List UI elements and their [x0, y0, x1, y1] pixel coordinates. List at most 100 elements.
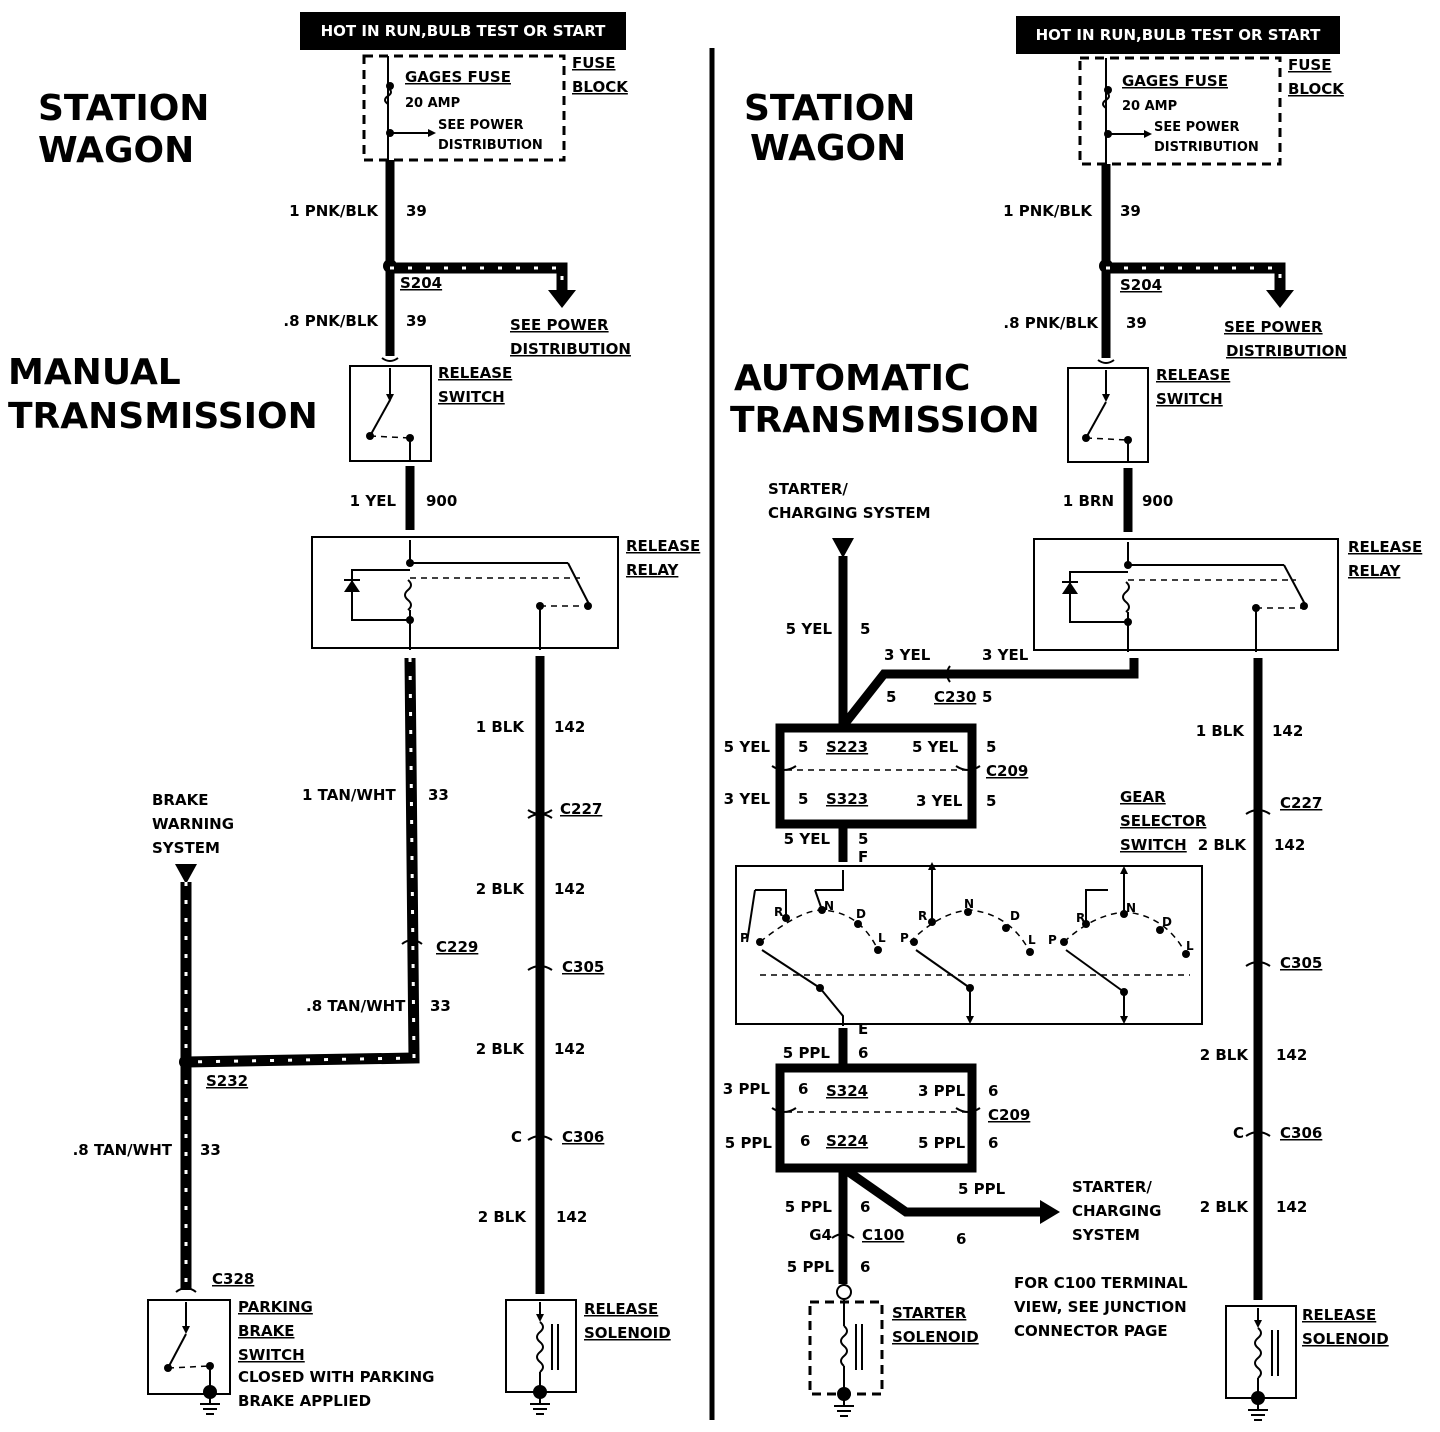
starter2-line1: STARTER/: [1072, 1178, 1152, 1196]
release-relay-box: [311, 536, 619, 649]
pos-n: N: [824, 899, 834, 913]
connector-c328-icon: [175, 1287, 197, 1293]
s324-left-label: 3 PPL: [723, 1080, 771, 1098]
release-relay-label-line2: RELAY: [1348, 562, 1402, 580]
see-power-line2: DISTRIBUTION: [510, 340, 631, 358]
pos-n: N: [1126, 901, 1136, 915]
c100-note-line2: VIEW, SEE JUNCTION: [1014, 1298, 1187, 1316]
release-relay-box: [1033, 538, 1339, 651]
wire-tan2-label: .8 TAN/WHT: [306, 997, 406, 1015]
starter2-line3: SYSTEM: [1072, 1226, 1140, 1244]
diode-icon: [344, 580, 360, 592]
connector-c306-icon: [1245, 1131, 1271, 1137]
connector-c229-label: C229: [436, 938, 478, 956]
parking-brake-line3: SWITCH: [238, 1346, 305, 1364]
wire-relay-label: 1 BRN: [1063, 492, 1114, 510]
w3yel-right-label: 3 YEL: [982, 646, 1029, 664]
solenoid-coil-icon: [536, 1321, 544, 1373]
station-wagon-title-line2: WAGON: [750, 128, 906, 169]
fuse-block-label-line1: FUSE: [572, 54, 615, 72]
splice-s224-label: S224: [826, 1132, 868, 1150]
blk2-circuit: 142: [1274, 836, 1305, 854]
connector-c306-pin: C: [1233, 1124, 1244, 1142]
w5ppl-branch-label: 5 PPL: [958, 1180, 1006, 1198]
connector-c230-label: C230: [934, 688, 976, 706]
w5yel-label: 5 YEL: [786, 620, 833, 638]
power-header-label: HOT IN RUN,BULB TEST OR START: [321, 22, 607, 40]
fuse-note-line1: SEE POWER: [438, 118, 523, 133]
wire-tan1-label: 1 TAN/WHT: [302, 786, 396, 804]
manual-transmission-section: HOT IN RUN,BULB TEST OR START GAGES FUSE…: [8, 12, 700, 1415]
w3yel-left-label: 3 YEL: [884, 646, 931, 664]
s324-right-label: 3 PPL: [918, 1082, 966, 1100]
splice-s223-label: S223: [826, 738, 868, 756]
w5ppl-down-circuit: 6: [860, 1198, 870, 1216]
wire-tan3-circuit: 33: [200, 1141, 221, 1159]
w5ppl-sol-circuit: 6: [860, 1258, 870, 1276]
wire-relay-circuit: 900: [1142, 492, 1173, 510]
station-wagon-title-line1: STATION: [38, 88, 209, 129]
wire-fuse-circuit: 39: [1120, 202, 1141, 220]
starter-solenoid-line1: STARTER: [892, 1304, 967, 1322]
s223-right-pin: 5: [986, 738, 996, 756]
fuse-icon: [1102, 91, 1110, 109]
pos-d: D: [1010, 909, 1020, 923]
wire-switch-circuit: 39: [406, 312, 427, 330]
automatic-title-line1: AUTOMATIC: [734, 358, 970, 399]
pos-l: L: [878, 931, 886, 945]
connector-c100-icon: [831, 1233, 855, 1239]
release-switch-label-line2: SWITCH: [1156, 390, 1223, 408]
splice-pack-s223-s323: [775, 723, 977, 829]
gear-selector-line2: SELECTOR: [1120, 812, 1207, 830]
brake-warning-line3: SYSTEM: [152, 839, 220, 857]
pos-p: P: [900, 931, 909, 945]
blk2-label: 2 BLK: [1198, 836, 1248, 854]
s223-left-pin: 5: [798, 738, 808, 756]
connector-c306-label: C306: [1280, 1124, 1322, 1142]
pos-l: L: [1186, 939, 1194, 953]
down-arrow-icon: [1266, 290, 1294, 308]
release-solenoid-label-line1: RELEASE: [1302, 1306, 1376, 1324]
relay-contact-icon: [567, 562, 591, 607]
starter-solenoid-line2: SOLENOID: [892, 1328, 979, 1346]
release-switch-label-line1: RELEASE: [438, 364, 512, 382]
starter2-line2: CHARGING: [1072, 1202, 1161, 1220]
release-solenoid-label-line2: SOLENOID: [584, 1324, 671, 1342]
connector-c305-label: C305: [562, 958, 604, 976]
blk4-label: 2 BLK: [478, 1208, 528, 1226]
brake-warning-line1: BRAKE: [152, 791, 208, 809]
c100-note-line3: CONNECTOR PAGE: [1014, 1322, 1168, 1340]
wire-ppl-branch: [840, 1164, 1042, 1217]
connector-icon: [1097, 359, 1115, 364]
pos-p: P: [740, 931, 749, 945]
w5yel-circuit: 5: [860, 620, 870, 638]
fuse-note-line2: DISTRIBUTION: [438, 138, 543, 153]
connector-c305-icon: [1245, 961, 1271, 967]
connector-c305-label: C305: [1280, 954, 1322, 972]
relay-contact-icon: [1283, 564, 1307, 607]
connector-c305-icon: [527, 965, 553, 971]
w5ppl-down-label: 5 PPL: [785, 1198, 833, 1216]
switch-contact-icon: [369, 399, 391, 437]
wire-switch-label: .8 PNK/BLK: [1003, 314, 1099, 332]
fuse-icon: [384, 87, 392, 105]
release-solenoid-label-line1: RELEASE: [584, 1300, 658, 1318]
c100-note-line1: FOR C100 TERMINAL: [1014, 1274, 1188, 1292]
s324-left-pin: 6: [798, 1080, 808, 1098]
fuse-note-line1: SEE POWER: [1154, 120, 1239, 135]
splice-s204-label: S204: [400, 274, 442, 292]
starter-charging-line2: CHARGING SYSTEM: [768, 504, 931, 522]
connector-c229-icon: [401, 939, 423, 945]
w5ppl-label: 5 PPL: [783, 1044, 831, 1062]
blk1-label: 1 BLK: [476, 718, 526, 736]
down-arrow-icon: [175, 864, 197, 884]
blk4-label: 2 BLK: [1200, 1198, 1250, 1216]
wire-tan2-circuit: 33: [430, 997, 451, 1015]
ground-icon: [834, 1396, 854, 1417]
fuse-rating: 20 AMP: [405, 96, 460, 111]
parking-brake-line1: PARKING: [238, 1298, 313, 1316]
s223-left-label: 5 YEL: [724, 738, 771, 756]
blk1-label: 1 BLK: [1196, 722, 1246, 740]
wire-yel-3: [839, 658, 1139, 729]
pos-l: L: [1028, 933, 1036, 947]
